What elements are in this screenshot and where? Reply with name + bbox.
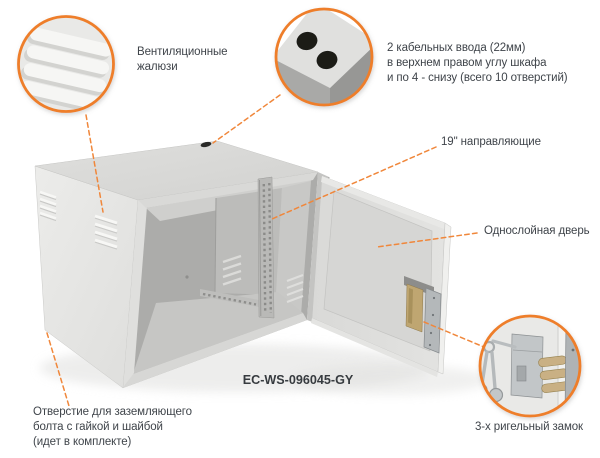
label-vents: Вентиляционные жалюзи — [137, 46, 228, 73]
bottom-rail-icon — [200, 289, 259, 307]
leader-lines — [46, 94, 485, 407]
cable-callout-circle — [274, 7, 374, 107]
lock-bolts-icon — [538, 355, 570, 393]
interior-louvers-right-icon — [286, 273, 304, 304]
side-louvers-front-icon — [94, 214, 118, 250]
rack-rail-icon — [257, 176, 275, 319]
label-rails: 19" направляющие — [441, 136, 541, 148]
door-lock-icon — [404, 276, 442, 354]
label-lock: 3-х ригельный замок — [475, 421, 583, 433]
leader-cable-entries — [212, 94, 281, 144]
leader-door — [376, 232, 478, 248]
leader-vents — [85, 114, 104, 213]
label-cable-entries: 2 кабельных ввода (22мм) в верхнем право… — [387, 42, 568, 84]
vents-detail-icon — [18, 27, 113, 112]
leader-rails — [271, 146, 437, 220]
label-grounding: Отверстие для заземляющего болта с гайко… — [33, 406, 192, 448]
leader-lock — [423, 321, 485, 348]
lock-callout-circle — [478, 314, 582, 418]
cabinet-interior — [123, 172, 318, 388]
leader-grounding — [46, 332, 70, 407]
cabinet-body — [34, 140, 330, 389]
label-door: Однослойная дверь — [484, 225, 590, 237]
top-cable-hole-icon — [200, 141, 212, 148]
vents-callout-circle — [17, 15, 115, 113]
interior-louvers-back-icon — [222, 254, 242, 286]
model-label: EC-WS-096045-GY — [242, 373, 354, 387]
cabinet-door — [311, 175, 452, 377]
side-louvers-rear-icon — [39, 190, 57, 222]
